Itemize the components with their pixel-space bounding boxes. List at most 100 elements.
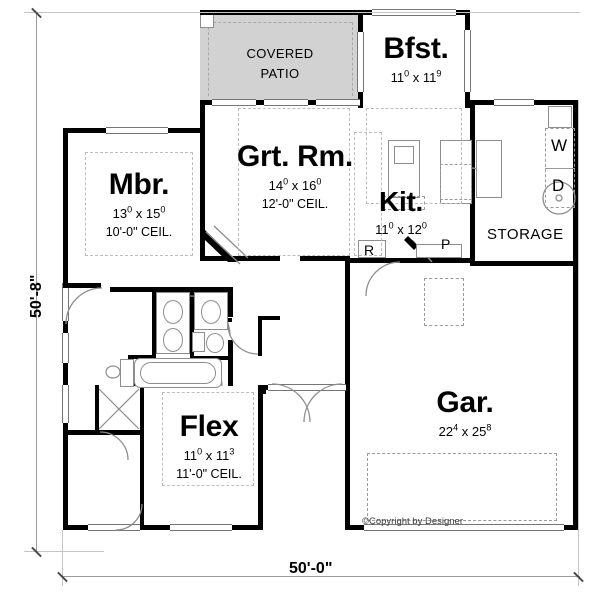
gar-dim-a: 22 — [438, 424, 454, 439]
patio-dash-right — [352, 22, 353, 96]
patio-dash-left — [208, 22, 209, 96]
window-grt-2 — [264, 99, 308, 106]
grt-dim-box — [238, 108, 350, 256]
grt-dim-b-sup: 0 — [316, 176, 322, 187]
room-label-storage: STORAGE — [487, 226, 564, 243]
flex-dim-a-sup: 0 — [197, 446, 203, 457]
window-bath-left — [62, 333, 69, 363]
window-flex-bottom — [88, 524, 140, 531]
bfst-dim-x: x — [412, 70, 420, 85]
bfst-dim-box — [366, 108, 462, 204]
flex-dimensions: 110 x 113 — [158, 447, 260, 465]
pantry-cabinet — [416, 244, 462, 258]
covered-patio-line2: PATIO — [260, 65, 300, 81]
grt-dim-x: x — [291, 178, 299, 193]
flex-name: Flex — [179, 410, 239, 443]
dim-label-bottom: 50'-0" — [289, 560, 333, 577]
interior-wall-flex-left — [140, 385, 144, 530]
interior-wall-grt-bottom-2 — [300, 256, 350, 261]
island-sink-basin — [394, 146, 414, 164]
window-bfst-left — [357, 32, 364, 92]
exterior-wall-left-upper — [63, 128, 68, 283]
entry-door-jamb-left — [262, 390, 266, 394]
mbr-name: Mbr. — [108, 168, 170, 201]
bfst-area-outline — [424, 278, 464, 326]
dim-label-left: 50'-8" — [28, 274, 45, 318]
interior-wall-bath-v1 — [152, 287, 156, 357]
kit-dimensions: 110 x 120 — [352, 221, 450, 239]
window-bfst-right — [464, 30, 471, 92]
sink-basin-1 — [163, 300, 183, 324]
window-flex-bottom-2 — [170, 524, 232, 531]
bfst-name: Bfst. — [383, 32, 449, 65]
mbr-dimensions: 130 x 150 — [83, 205, 195, 223]
dim-ext-bottom-left — [62, 530, 64, 586]
flex-dim-b-sup: 3 — [229, 446, 235, 457]
kit-dim-x: x — [397, 222, 404, 237]
exterior-wall-left-mid — [63, 321, 68, 333]
room-label-covered-patio: COVERED PATIO — [200, 44, 360, 83]
gar-dim-b-sup: 8 — [486, 422, 492, 433]
covered-patio-fill — [200, 14, 360, 100]
garage-slab-outline — [367, 453, 557, 521]
bfst-dim-b-sup: 9 — [436, 68, 442, 79]
flex-dim-a: 11 — [183, 448, 198, 463]
mbr-dim-a-sup: 0 — [127, 204, 133, 215]
kit-dim-b-sup: 0 — [421, 220, 427, 231]
gar-dimensions: 224 x 258 — [400, 423, 530, 441]
label-refrigerator: R — [364, 242, 375, 258]
sink-basin-2 — [163, 328, 183, 352]
window-utility-top — [494, 99, 534, 106]
exterior-wall-left-lower — [63, 423, 68, 530]
room-label-kit: Kit. 110 x 120 — [352, 188, 450, 239]
interior-wall-mbr-bottom — [63, 283, 101, 288]
water-closet-bowl — [206, 333, 224, 353]
grt-rm-name: Grt. Rm. — [237, 140, 353, 173]
grt-dim-a: 14 — [268, 178, 284, 193]
dim-ext-left-bottom — [24, 551, 104, 553]
gar-dim-x: x — [461, 424, 469, 439]
dim-ext-bottom-right — [578, 100, 580, 586]
gar-dim-b: 25 — [471, 424, 487, 439]
dim-line-left-vertical — [36, 12, 38, 552]
kit-dim-a-sup: 0 — [388, 220, 394, 231]
garage-door — [364, 524, 564, 531]
kit-dim-a: 11 — [375, 222, 389, 237]
window-left-lower — [62, 385, 69, 423]
label-washer: W — [551, 136, 568, 155]
washer-dryer-divider — [545, 168, 575, 169]
patio-dash-top — [208, 22, 352, 23]
gar-dim-a-sup: 4 — [453, 422, 459, 433]
interior-wall-closet-left — [95, 385, 99, 433]
exterior-wall-bfst-right-upper — [465, 10, 470, 30]
interior-wall-garage-left — [345, 258, 350, 530]
lav-counter — [120, 359, 134, 387]
refrigerator — [358, 240, 386, 258]
grt-rm-ceiling: 12'-0" CEIL. — [261, 196, 329, 211]
label-dryer: D — [552, 176, 565, 195]
exterior-wall-front-vertical — [258, 385, 263, 530]
patio-post — [200, 14, 214, 28]
dim-ext-left-top — [24, 12, 580, 14]
window-grt-1 — [212, 99, 256, 106]
room-label-flex: Flex 110 x 113 11'-0" CEIL. — [158, 412, 260, 483]
flex-ceiling: 11'-0" CEIL. — [176, 466, 242, 481]
mbr-ceiling: 10'-0" CEIL. — [105, 224, 173, 239]
room-label-grt-rm: Grt. Rm. 140 x 160 12'-0" CEIL. — [205, 142, 385, 213]
flex-dim-x: x — [205, 448, 213, 463]
interior-wall-hall-v1 — [228, 287, 233, 317]
sink-basin-3 — [201, 300, 221, 324]
covered-patio-line1: COVERED — [246, 46, 314, 61]
laundry-upper-cabinet — [548, 106, 572, 128]
water-closet-tank — [192, 332, 205, 352]
gar-name: Gar. — [436, 386, 494, 419]
kit-dim-b: 12 — [407, 222, 422, 237]
mbr-dim-a: 13 — [112, 206, 128, 221]
mbr-dim-x: x — [135, 206, 143, 221]
interior-wall-hall-v2 — [228, 340, 233, 386]
laundry-counter — [476, 140, 502, 198]
window-mbr-left-1 — [62, 283, 69, 321]
bfst-dimensions: 110 x 119 — [366, 69, 466, 87]
grt-dim-b: 16 — [301, 178, 317, 193]
